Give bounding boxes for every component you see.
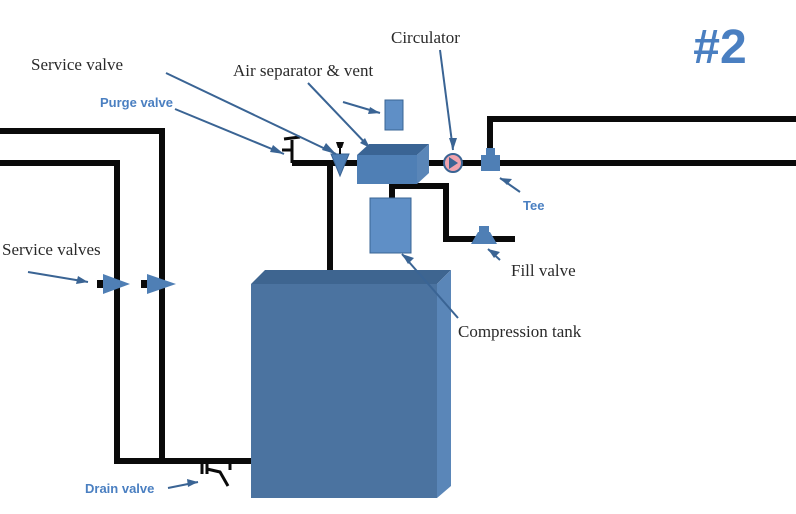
tee-label: Tee (523, 198, 544, 213)
drain-valve-label: Drain valve (85, 481, 154, 496)
arrowheads (76, 107, 512, 487)
service-valve-left (97, 274, 130, 294)
purge-valve-leader (174, 108, 285, 155)
leader-lines (27, 49, 521, 489)
boiler-top (251, 270, 451, 284)
air-separator-label: Air separator & vent (233, 61, 373, 80)
compression-tank (369, 197, 412, 254)
fill-valve-label: Fill valve (511, 261, 576, 280)
circulator-leader (439, 49, 454, 151)
boiler-side (437, 270, 451, 498)
air-vent (384, 99, 404, 131)
circulator-label: Circulator (391, 28, 460, 47)
boiler (251, 270, 451, 498)
service-valves-pair (97, 274, 176, 294)
air-separator (357, 99, 429, 184)
circulator-pump (443, 153, 463, 173)
drain-valve (200, 461, 232, 487)
air-separator-front (357, 155, 417, 184)
air-separator-side (417, 144, 429, 184)
compression-tank-leader (401, 253, 459, 319)
air-separator-leader (307, 82, 371, 149)
tee-fitting (481, 148, 500, 171)
air-separator-top (357, 144, 429, 155)
supply-return-loop-outer (0, 128, 252, 464)
service-valve-label: Service valve (31, 55, 123, 74)
purge-valve-label: Purge valve (100, 95, 173, 110)
supply-return-loop-inner (0, 160, 162, 464)
compression-tank-label: Compression tank (458, 322, 582, 341)
fill-valve (471, 226, 497, 244)
boiler-front (251, 284, 437, 498)
service-valves-label: Service valves (2, 240, 101, 259)
tee-branch-pipe (487, 116, 796, 163)
diagram-number-badge: #2 (693, 21, 746, 74)
service-valve-leader (165, 72, 337, 155)
service-valve-right (141, 274, 176, 294)
purge-valve (282, 135, 301, 163)
upper-service-valve (330, 142, 350, 178)
